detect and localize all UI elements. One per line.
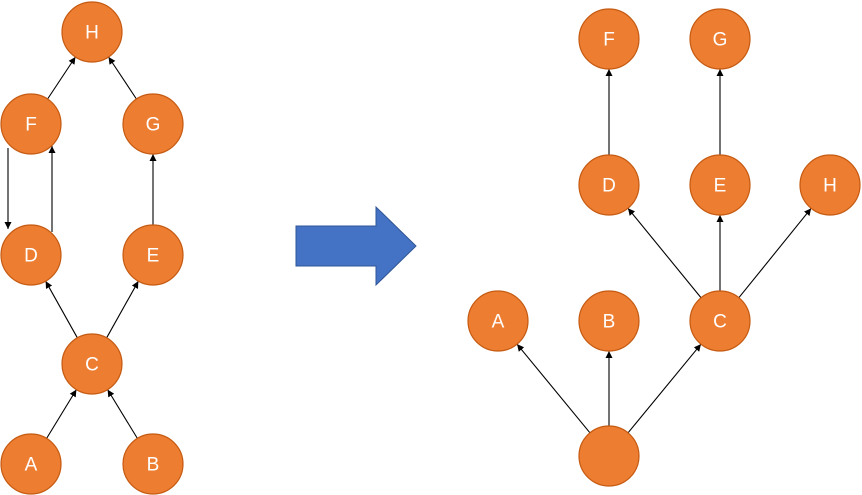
before-node-circle xyxy=(122,93,184,155)
after-node-circle xyxy=(578,154,640,216)
before-node-circle xyxy=(0,433,62,495)
after-node-circle xyxy=(578,425,640,487)
after-node-circle xyxy=(689,154,751,216)
before-node-label: E xyxy=(147,246,160,267)
after-node-circle xyxy=(467,290,529,352)
after-node-label: A xyxy=(492,312,505,333)
before-node-e: E xyxy=(122,224,184,286)
before-edge-a-to-c xyxy=(46,389,77,439)
after-node-b: B xyxy=(578,290,640,352)
after-node-a: A xyxy=(467,290,529,352)
after-graph: F G D E H A B C xyxy=(467,8,861,487)
before-node-circle xyxy=(122,433,184,495)
after-node-d: D xyxy=(578,154,640,216)
before-node-label: D xyxy=(24,246,38,267)
before-node-label: F xyxy=(25,115,37,136)
before-node-label: C xyxy=(85,355,99,376)
after-node-root xyxy=(578,425,640,487)
before-node-circle xyxy=(0,93,62,155)
before-edge-f-to-h xyxy=(47,56,76,100)
before-node-circle xyxy=(61,333,123,395)
before-node-a: A xyxy=(0,433,62,495)
after-edge-c-to-d xyxy=(627,207,702,299)
after-node-label: E xyxy=(714,176,727,197)
before-node-circle xyxy=(0,224,62,286)
after-node-circle xyxy=(799,154,861,216)
before-node-label: H xyxy=(85,23,99,44)
before-edge-c-to-e xyxy=(106,280,139,339)
after-node-e: E xyxy=(689,154,751,216)
after-node-label: F xyxy=(603,30,615,51)
after-node-label: C xyxy=(713,312,727,333)
before-node-b: B xyxy=(122,433,184,495)
before-node-label: B xyxy=(147,455,160,476)
after-node-label: G xyxy=(713,30,728,51)
after-node-circle xyxy=(578,290,640,352)
after-edge-c-to-h xyxy=(738,207,812,299)
after-graph-edges xyxy=(516,69,812,434)
after-node-label: D xyxy=(602,176,616,197)
before-node-label: G xyxy=(146,115,161,136)
before-node-c: C xyxy=(61,333,123,395)
after-node-circle xyxy=(578,8,640,70)
right-block-arrow-icon xyxy=(295,205,417,287)
after-node-f: F xyxy=(578,8,640,70)
before-edge-b-to-c xyxy=(107,389,138,439)
after-edge-root-to-a xyxy=(516,343,591,434)
before-node-label: A xyxy=(25,455,38,476)
after-node-h: H xyxy=(799,154,861,216)
before-graph: H F G D E C A B xyxy=(0,1,184,495)
after-node-g: G xyxy=(689,8,751,70)
before-node-h: H xyxy=(61,1,123,63)
after-node-c: C xyxy=(689,290,751,352)
after-node-circle xyxy=(689,8,751,70)
before-node-circle xyxy=(61,1,123,63)
before-edge-c-to-d xyxy=(45,280,78,339)
before-node-d: D xyxy=(0,224,62,286)
after-node-label: H xyxy=(823,176,837,197)
before-node-f: F xyxy=(0,93,62,155)
after-node-circle xyxy=(689,290,751,352)
before-graph-edges xyxy=(4,56,157,439)
before-node-circle xyxy=(122,224,184,286)
after-node-label: B xyxy=(603,312,616,333)
before-edge-g-to-h xyxy=(108,56,137,100)
before-node-g: G xyxy=(122,93,184,155)
after-edge-root-to-c xyxy=(627,343,702,434)
